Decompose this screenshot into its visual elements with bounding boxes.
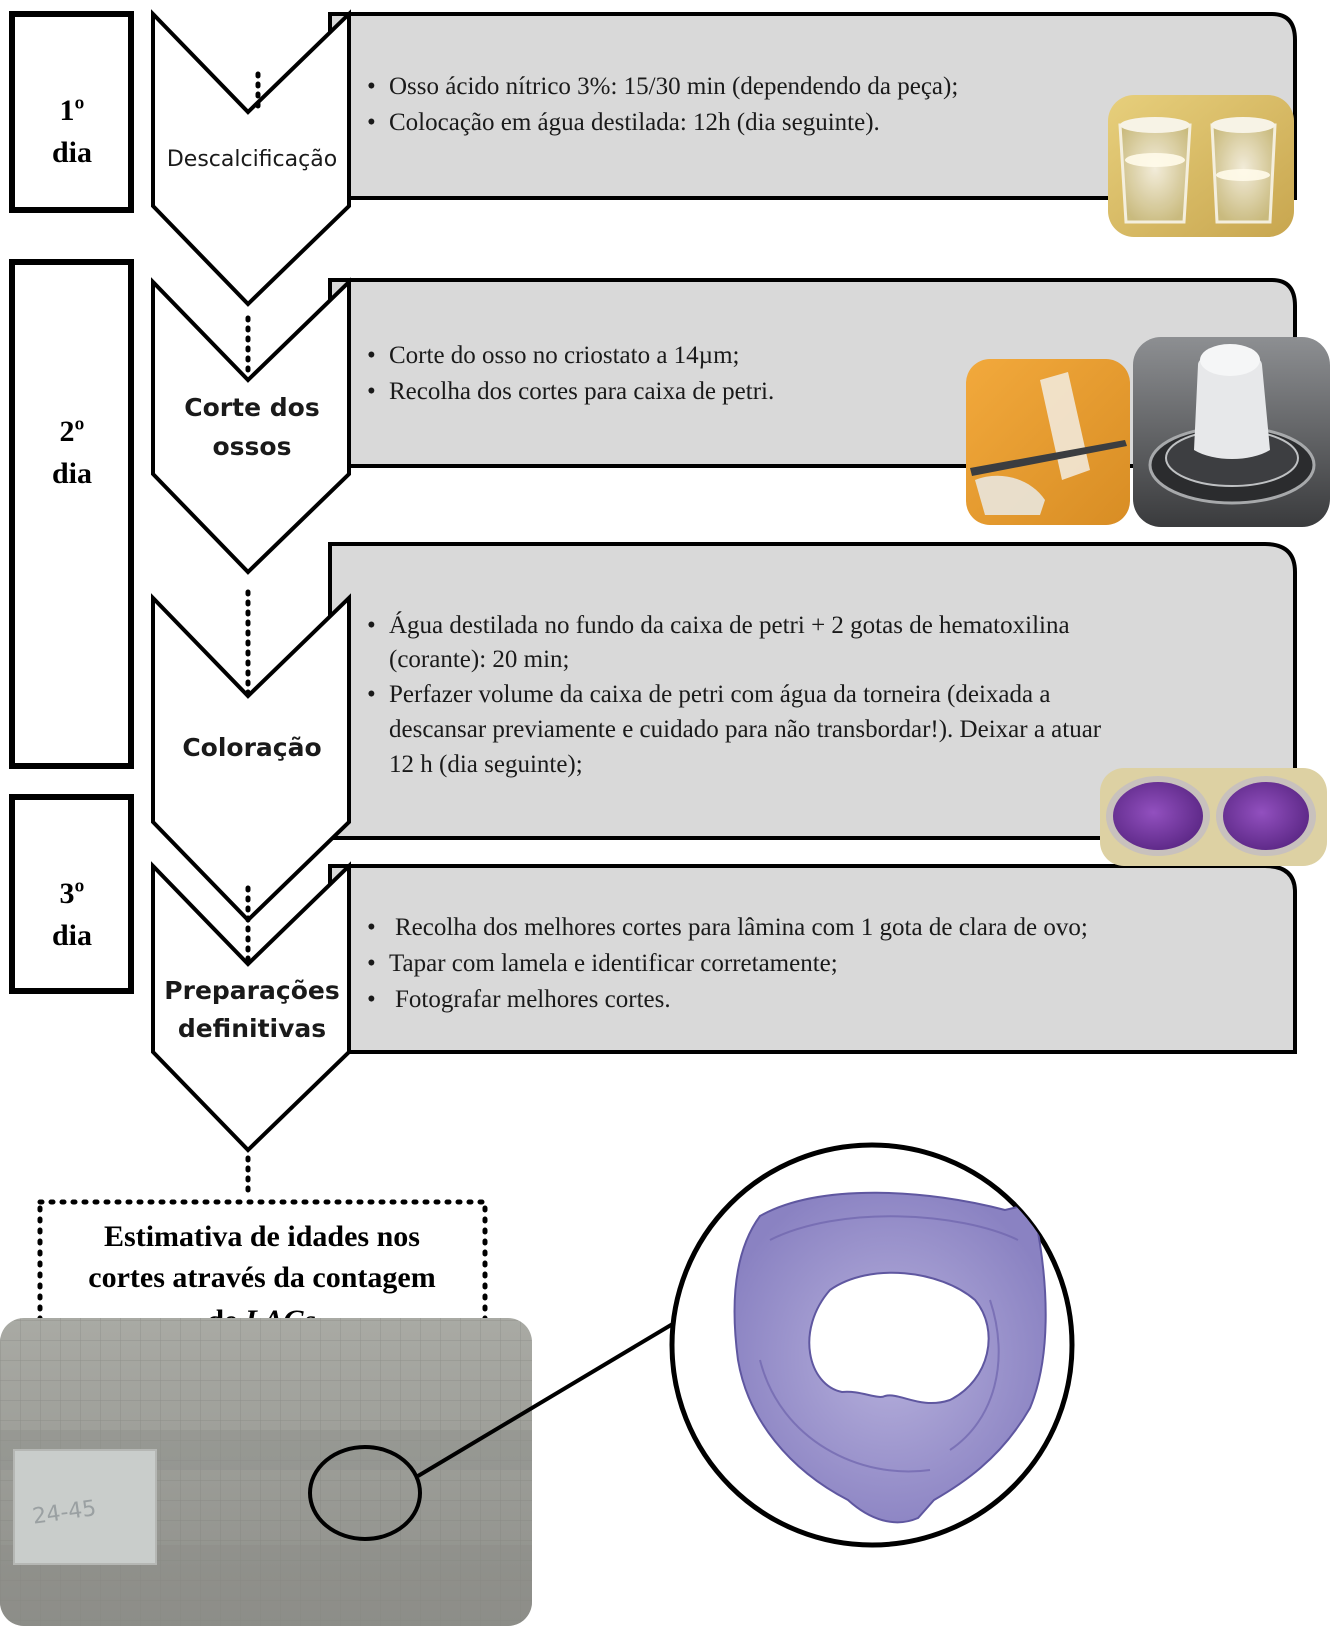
content-box-4 — [328, 864, 1297, 1054]
chevron-step-1 — [151, 9, 351, 307]
step-1-bullets: • Osso ácido nítrico 3%: 15/30 min (depe… — [367, 73, 958, 136]
beakers-photo — [1108, 95, 1294, 237]
bullet-marker: • — [367, 109, 376, 136]
day-label: dia — [52, 457, 92, 490]
bullet-text: Água destilada no fundo da caixa de petr… — [389, 611, 1070, 639]
step-name-preparacoes-line2: definitivas — [178, 1014, 326, 1043]
step-name-preparacoes-line1: Preparações — [164, 976, 339, 1005]
forceps-section-photo — [966, 359, 1130, 525]
magnified-section-circle — [669, 1142, 1075, 1548]
bullet-text: Fotografar melhores cortes. — [395, 986, 671, 1013]
step-3-bullets: • Água destilada no fundo da caixa de pe… — [367, 611, 1102, 778]
stained-petri-dishes-photo — [1100, 768, 1327, 866]
bullet-marker: • — [367, 73, 376, 100]
step-name-coloracao: Coloração — [182, 733, 321, 762]
content-box-3 — [328, 542, 1297, 840]
chevron-step-4 — [151, 861, 351, 1153]
bullet-text: Osso ácido nítrico 3%: 15/30 min (depend… — [389, 73, 958, 100]
bullet-text: Perfazer volume da caixa de petri com ág… — [389, 681, 1050, 708]
step-2-bullets: • Corte do osso no criostato a 14µm; • R… — [367, 342, 774, 405]
day-box-2: 2º dia — [9, 259, 134, 769]
day-box-3: 3º dia — [9, 794, 134, 994]
bullet-text: Recolha dos cortes para caixa de petri. — [389, 378, 774, 405]
step-name-corte-line2: ossos — [213, 432, 292, 461]
bullet-text: Colocação em água destilada: 12h (dia se… — [389, 109, 880, 136]
step-name-descalcificacao: Descalcificação — [167, 147, 337, 172]
cryostat-mount-photo — [1133, 337, 1330, 527]
step-name-corte-line1: Corte dos — [184, 393, 319, 422]
bullet-marker: • — [367, 378, 376, 405]
day-ordinal: 1º — [60, 94, 85, 127]
bullet-marker: • — [367, 612, 376, 639]
bullet-marker: • — [367, 986, 376, 1013]
magnify-connector-line — [416, 1320, 678, 1478]
bullet-marker: • — [367, 342, 376, 369]
slide-grid-photo: 24-45 — [0, 1318, 532, 1626]
bullet-marker: • — [367, 914, 376, 941]
bullet-text: descansar previamente e cuidado para não… — [389, 716, 1102, 743]
day-label: dia — [52, 136, 92, 169]
day-box-1: 1º dia — [9, 11, 134, 213]
bullet-marker: • — [367, 950, 376, 977]
bullet-text: Corte do osso no criostato a 14µm; — [389, 342, 739, 369]
final-line-1: Estimativa de idades nos — [104, 1220, 420, 1253]
day-label: dia — [52, 919, 92, 952]
bullet-text: 12 h (dia seguinte); — [389, 751, 583, 778]
slide-highlight-circle — [308, 1445, 422, 1541]
day-ordinal: 2º — [60, 415, 85, 448]
bullet-text: (corante): 20 min; — [389, 646, 570, 673]
bullet-marker: • — [367, 681, 376, 708]
content-box-1 — [328, 12, 1297, 200]
day-ordinal: 3º — [60, 877, 85, 910]
chevron-step-2 — [151, 277, 351, 575]
final-line-2: cortes através da contagem — [88, 1261, 435, 1294]
dotted-connectors — [245, 71, 261, 1201]
step-4-bullets: • Recolha dos melhores cortes para lâmin… — [367, 914, 1088, 1013]
bullet-text: Tapar com lamela e identificar corretame… — [389, 950, 838, 977]
bullet-text: Recolha dos melhores cortes para lâmina … — [395, 914, 1088, 941]
